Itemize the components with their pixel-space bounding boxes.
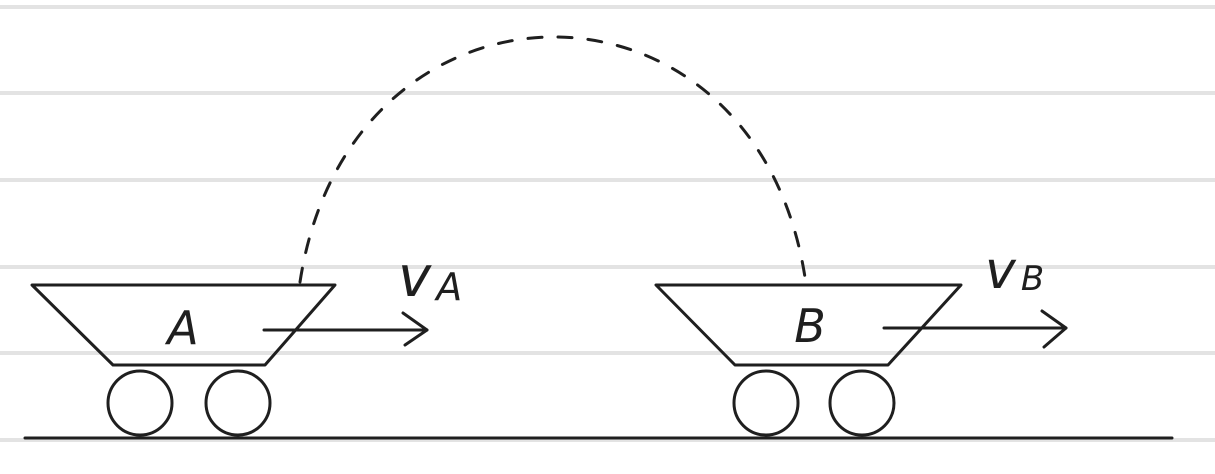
velocity-b-label: v B <box>985 241 1044 301</box>
cart-a: A v A <box>30 245 462 437</box>
projectile-trajectory <box>298 35 808 286</box>
cart-b-body <box>654 283 963 367</box>
velocity-b-arrow-head <box>1040 309 1068 349</box>
cart-a-wheel <box>106 369 174 437</box>
velocity-a-arrow <box>262 311 429 347</box>
cart-b: B v B <box>654 241 1068 437</box>
velocity-b-subscript: B <box>1021 259 1044 299</box>
velocity-b-arrow <box>882 309 1068 349</box>
cart-a-body <box>30 283 337 367</box>
cart-a-label: A <box>164 301 198 355</box>
cart-b-label: B <box>794 299 826 353</box>
ruled-lines <box>0 5 1215 442</box>
cart-b-wheel <box>732 369 800 437</box>
velocity-b-symbol: v <box>985 241 1017 301</box>
velocity-a-symbol: v <box>398 245 432 310</box>
cart-a-wheel <box>204 369 272 437</box>
velocity-a-subscript: A <box>433 265 462 309</box>
cart-b-wheel <box>828 369 896 437</box>
velocity-a-label: v A <box>398 245 462 310</box>
velocity-a-arrow-head <box>401 311 429 347</box>
